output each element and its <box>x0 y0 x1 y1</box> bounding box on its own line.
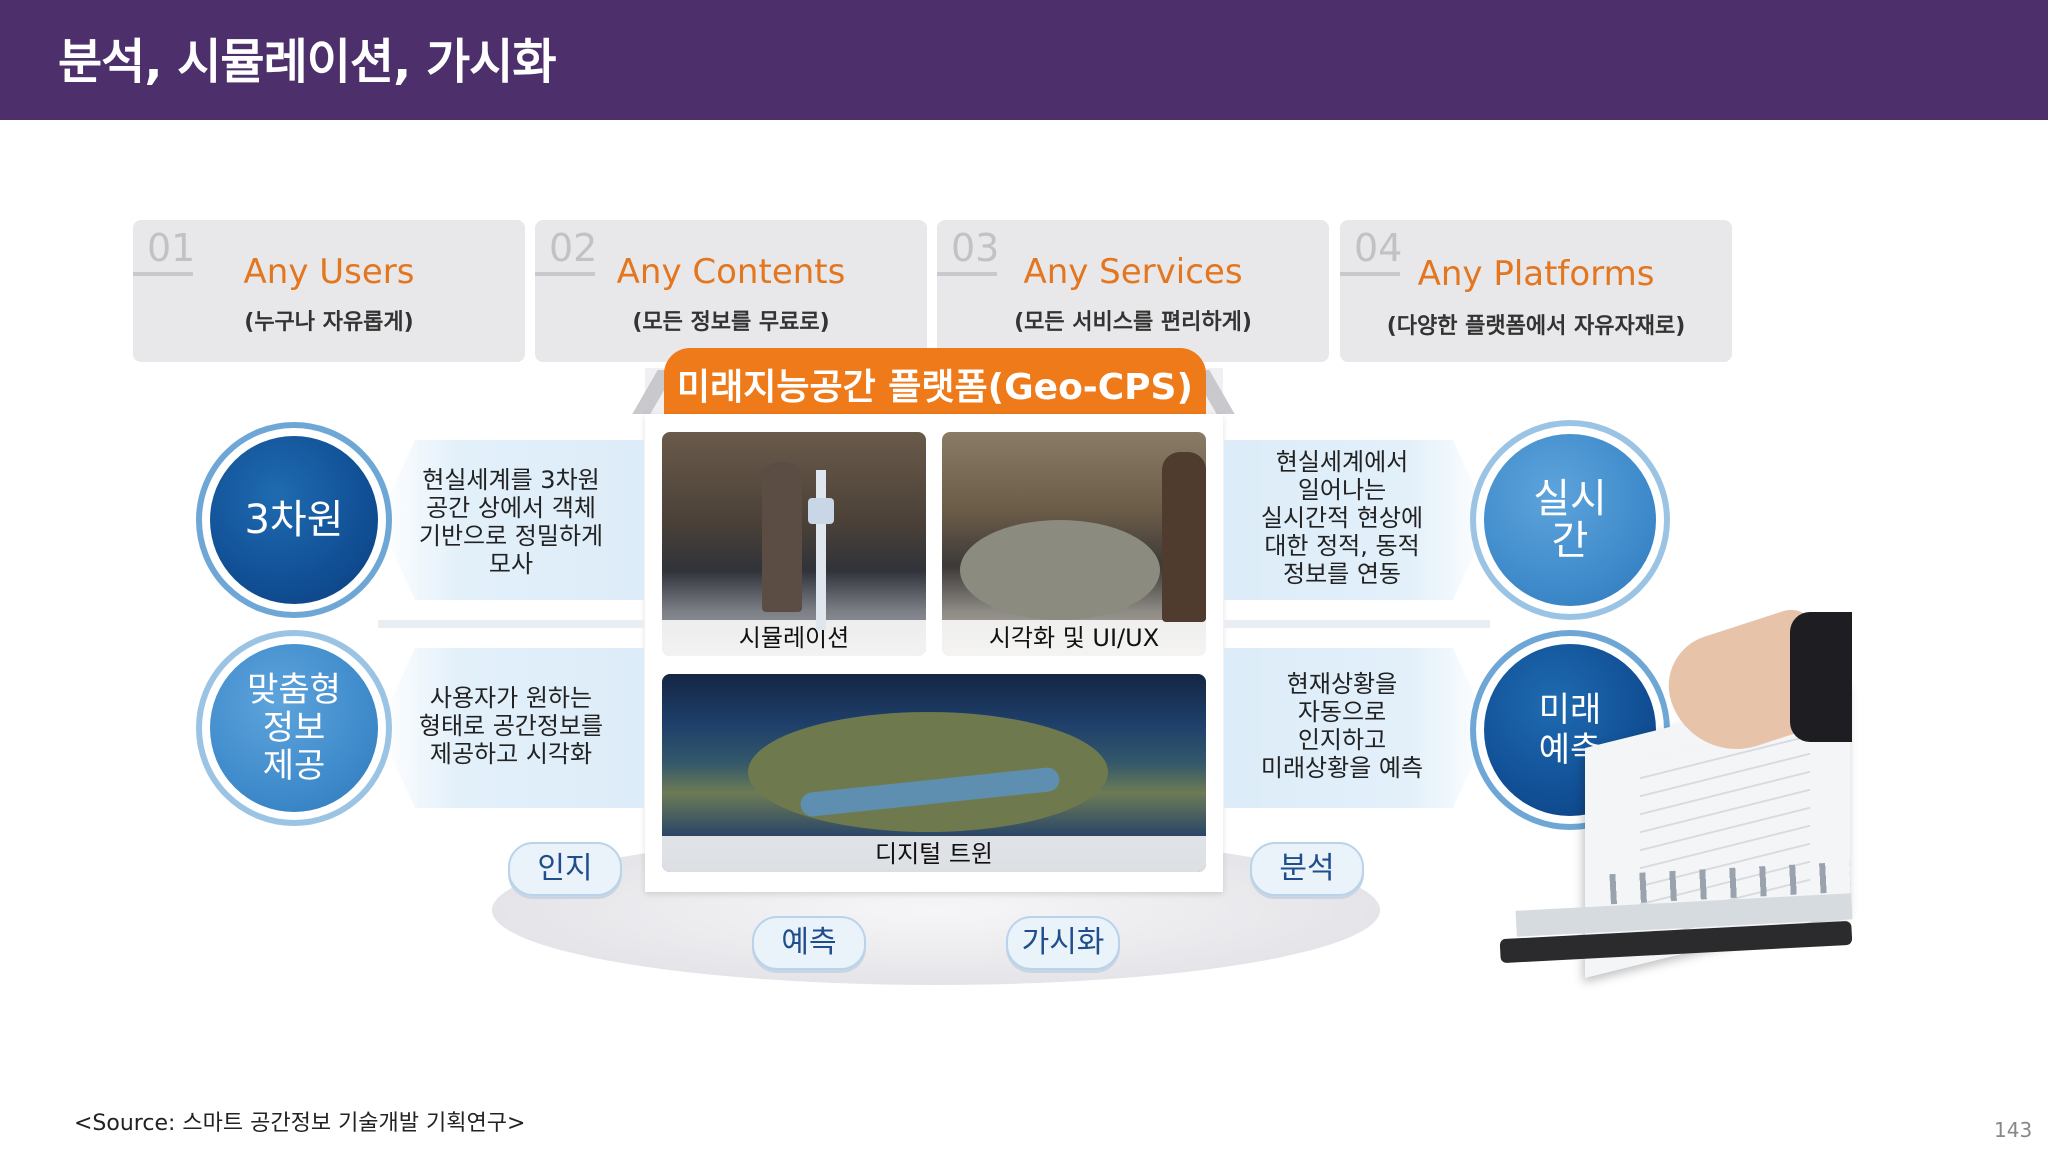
card-title: Any Contents <box>616 252 846 292</box>
page-title: 분석, 시뮬레이션, 가시화 <box>58 34 556 90</box>
card-subtitle: (다양한 플랫폼에서 자유자재로) <box>1386 314 1686 339</box>
card-subtitle: (모든 서비스를 편리하게) <box>1014 310 1252 335</box>
page-number: 143 <box>1994 1118 2033 1142</box>
card-number: 01 <box>147 226 196 270</box>
pill-analysis: 분석 <box>1250 842 1364 896</box>
pill-visualization: 가시화 <box>1006 916 1120 970</box>
platform-title: 미래지능공간 플랫폼(Geo-CPS) <box>677 367 1193 408</box>
card-number-underline <box>133 272 193 276</box>
person-with-headset <box>762 462 802 612</box>
divider-line <box>1224 620 1490 628</box>
card-title: Any Users <box>243 252 415 292</box>
divider-line <box>378 620 644 628</box>
photo-caption: 디지털 트윈 <box>662 836 1206 872</box>
ring-realtime <box>1470 420 1670 620</box>
card-subtitle: (모든 정보를 무료로) <box>632 310 830 335</box>
ring-custom-info <box>196 630 392 826</box>
tower-model <box>816 470 826 630</box>
card-title: Any Platforms <box>1417 254 1655 294</box>
tower-model-top <box>808 498 834 524</box>
platform-banner <box>664 348 1206 416</box>
card-subtitle: (누구나 자유롭게) <box>244 310 414 335</box>
card-number-underline <box>535 272 595 276</box>
circle-3d: 3차원 <box>210 436 378 604</box>
card-any-contents: 02 Any Contents (모든 정보를 무료로) <box>535 220 927 362</box>
header-bar <box>0 0 2048 120</box>
card-number: 02 <box>549 226 598 270</box>
photo-caption: 시뮬레이션 <box>662 620 926 656</box>
card-number: 04 <box>1354 226 1403 270</box>
terrain-model <box>960 520 1160 620</box>
card-number-underline <box>937 272 997 276</box>
card-any-users: 01 Any Users (누구나 자유롭게) <box>133 220 525 362</box>
card-number-underline <box>1340 272 1400 276</box>
card-title: Any Services <box>1023 252 1243 292</box>
card-number: 03 <box>951 226 1000 270</box>
pill-prediction: 예측 <box>752 916 866 970</box>
card-any-services: 03 Any Services (모든 서비스를 편리하게) <box>937 220 1329 362</box>
card-any-platforms: 04 Any Platforms (다양한 플랫폼에서 자유자재로) <box>1340 220 1732 362</box>
person-with-headset <box>1162 452 1206 622</box>
source-citation: <Source: 스마트 공간정보 기술개발 기획연구> <box>74 1111 526 1136</box>
pill-recognition: 인지 <box>508 842 622 896</box>
sleeve-image <box>1790 612 1852 742</box>
ring-3d <box>196 422 392 618</box>
photo-caption: 시각화 및 UI/UX <box>942 620 1206 656</box>
